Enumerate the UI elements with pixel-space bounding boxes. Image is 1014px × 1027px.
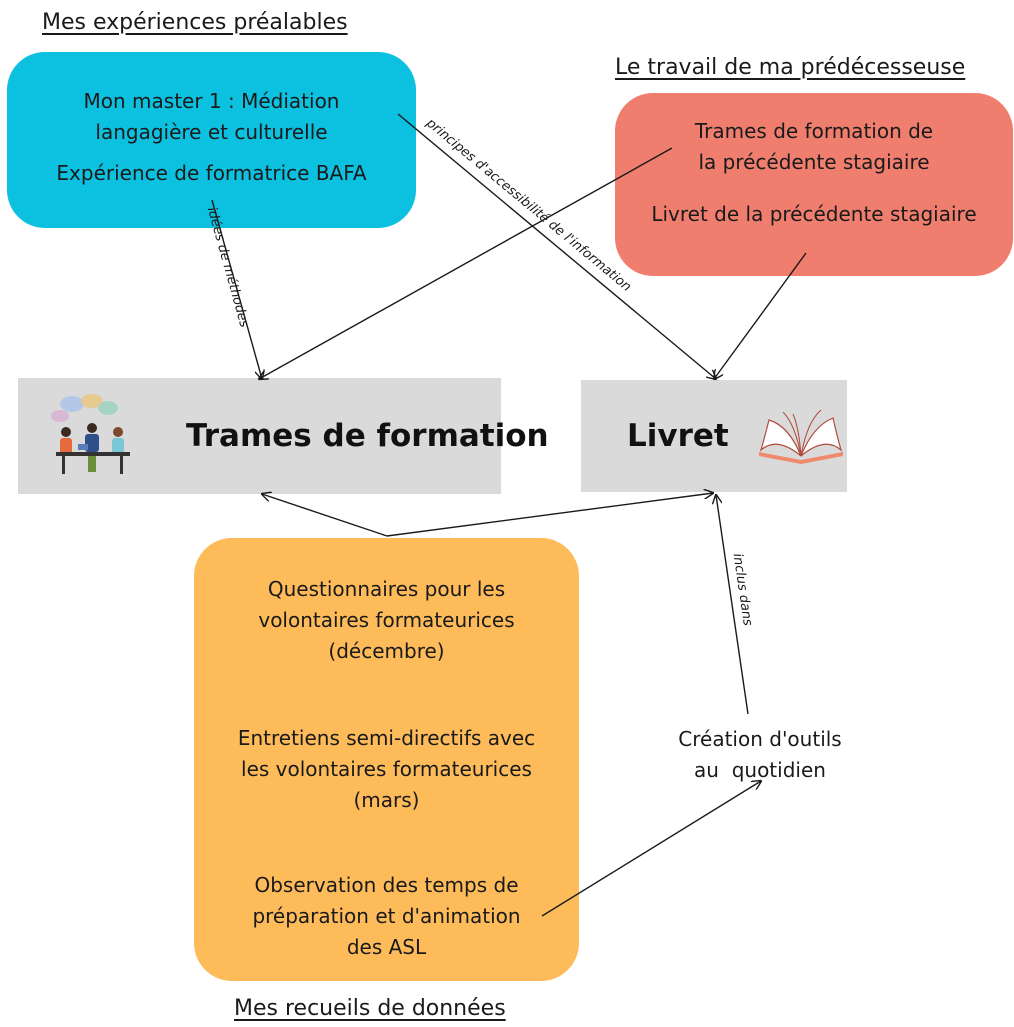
experiences-master-line2: langagière et culturelle — [95, 120, 328, 144]
training-frames-title: Trames de formation — [186, 418, 549, 454]
arrow-predecessor-booklet-to-booklet — [714, 252, 807, 379]
daily-tools-text: Création d'outils au quotidien — [655, 724, 865, 786]
open-book-icon — [758, 409, 843, 464]
questionnaire-line2: volontaires formateurices — [258, 608, 515, 632]
observation-line2: préparation et d'animation — [252, 904, 521, 928]
booklet-box: Livret — [581, 380, 847, 492]
experiences-master-line1: Mon master 1 : Médiation — [83, 89, 340, 113]
arrow-predecessor-frames-to-training — [259, 147, 673, 379]
training-frames-box: Trames de formation — [18, 378, 549, 494]
questionnaire-line3: (décembre) — [328, 639, 445, 663]
predecessor-frames-line1: Trames de formation de — [694, 119, 934, 143]
arrow-master-to-booklet — [397, 113, 716, 379]
heading-predecessor: Le travail de ma prédécesseuse — [615, 55, 966, 80]
arrow-data-to-booklet — [386, 493, 713, 537]
arrow-tools-to-booklet — [716, 495, 749, 715]
heading-experiences: Mes expériences préalables — [42, 10, 348, 35]
experiences-card: Mon master 1 : Médiation langagière et c… — [7, 52, 416, 228]
booklet-title: Livret — [627, 418, 729, 454]
observation-line1: Observation des temps de — [254, 873, 519, 897]
experiences-bafa: Expérience de formatrice BAFA — [56, 161, 367, 185]
questionnaire-line1: Questionnaires pour les — [267, 577, 506, 601]
predecessor-booklet: Livret de la précédente stagiaire — [651, 202, 977, 226]
daily-tools-line2: au quotidien — [694, 758, 826, 782]
predecessor-card: Trames de formation de la précédente sta… — [615, 93, 1013, 276]
arrow-bafa-to-training — [211, 199, 262, 379]
interviews-line2: les volontaires formateurices — [241, 757, 532, 781]
predecessor-frames-line2: la précédente stagiaire — [698, 150, 930, 174]
arrow-data-to-training — [262, 494, 388, 537]
data-collection-card: Questionnaires pour les volontaires form… — [194, 538, 579, 981]
heading-data-collection: Mes recueils de données — [234, 996, 506, 1021]
interviews-line3: (mars) — [353, 788, 420, 812]
arrow-observation-to-tools — [541, 781, 761, 917]
team-meeting-icon — [51, 394, 130, 474]
interviews-line1: Entretiens semi-directifs avec — [237, 726, 536, 750]
daily-tools-line1: Création d'outils — [678, 727, 842, 751]
observation-line3: des ASL — [346, 935, 427, 959]
